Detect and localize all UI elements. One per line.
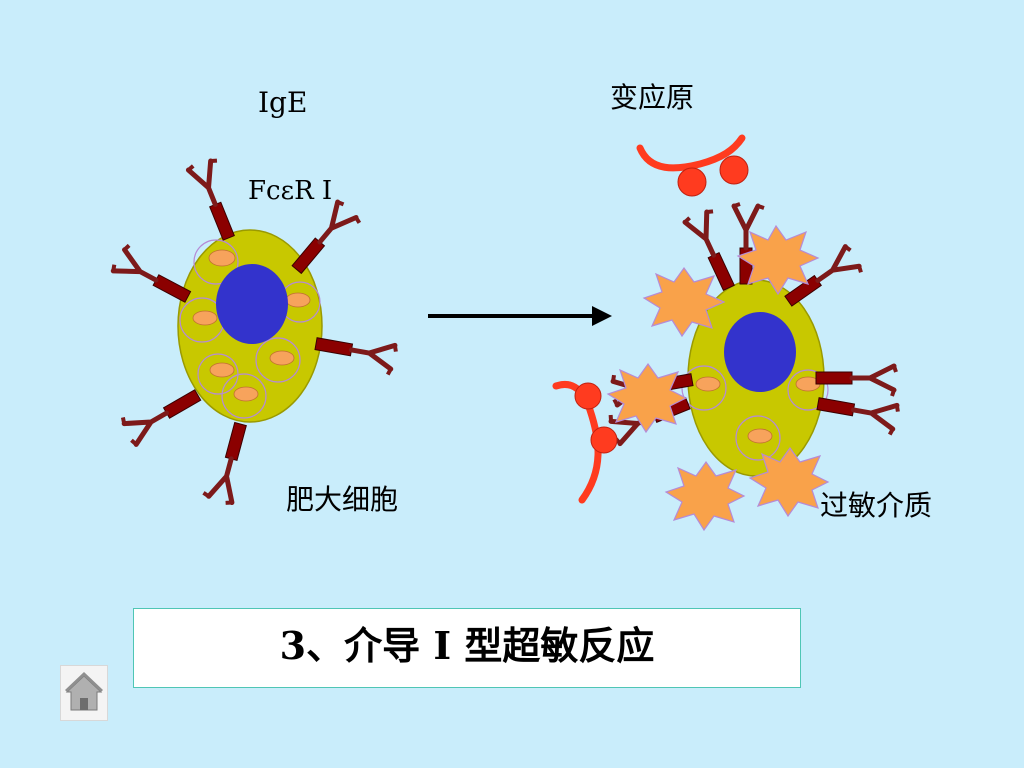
- mediators: [606, 224, 830, 532]
- allergen-left: [552, 381, 618, 504]
- nucleus-left: [216, 264, 288, 344]
- mediator-burst: [736, 224, 820, 296]
- mediator-burst: [642, 266, 726, 338]
- caption-text: 3、介导 I 型超敏反应: [279, 623, 655, 668]
- mediator-burst: [606, 362, 688, 434]
- home-button[interactable]: [60, 665, 108, 721]
- ige-label: IgE: [258, 86, 308, 119]
- allergen-label: 变应原: [610, 81, 695, 114]
- mast-cell-resting: [111, 157, 396, 505]
- allergen-top: [636, 134, 749, 197]
- mediator-burst: [664, 460, 746, 532]
- nucleus-right: [724, 312, 796, 392]
- fcer-label: FcεR I: [248, 176, 333, 206]
- mediator-label: 过敏介质: [820, 489, 933, 522]
- mediator-burst: [748, 446, 830, 518]
- reaction-arrow: [428, 306, 612, 326]
- mast-cell-activated: [552, 134, 899, 532]
- home-icon: [65, 672, 103, 711]
- mast-cell-label: 肥大细胞: [286, 483, 399, 516]
- caption-box: 3、介导 I 型超敏反应: [133, 608, 801, 688]
